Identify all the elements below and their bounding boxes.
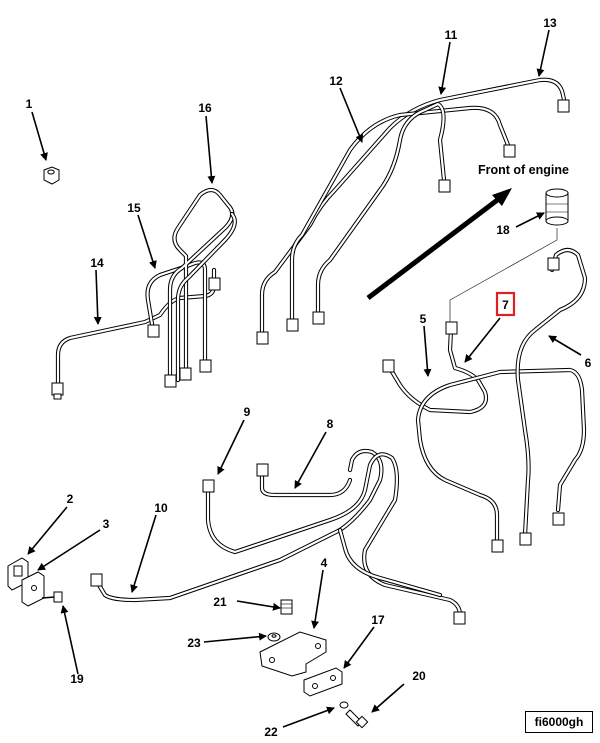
callout-7-highlight <box>495 291 516 317</box>
callout-13: 13 <box>543 16 557 30</box>
callout-1: 1 <box>26 97 33 111</box>
figure-reference-code: fi6000gh <box>525 711 593 733</box>
callout-11: 11 <box>445 28 458 42</box>
front-arrowhead <box>492 188 512 206</box>
injection-lines-group-lower <box>90 448 466 625</box>
part-1-nut <box>43 166 60 185</box>
part-4-bracket-assembly <box>259 599 327 677</box>
callout-15: 15 <box>127 201 141 215</box>
callout-23: 23 <box>187 636 201 650</box>
callout-labels: 1 2 3 4 5 6 7 8 9 10 11 12 13 14 15 16 1… <box>26 16 592 739</box>
callout-21: 21 <box>213 595 227 609</box>
callout-2: 2 <box>67 492 74 506</box>
callout-4: 4 <box>321 556 328 570</box>
leader-lines <box>27 29 582 728</box>
callout-5: 5 <box>420 312 427 326</box>
callout-3: 3 <box>103 517 110 531</box>
callout-17: 17 <box>371 613 385 627</box>
injection-lines-group-upper-left <box>51 187 237 400</box>
callout-12: 12 <box>329 74 343 88</box>
sleeve-reference-line <box>449 228 558 322</box>
callout-18: 18 <box>496 223 510 237</box>
callout-22: 22 <box>264 725 278 739</box>
callout-16: 16 <box>198 101 212 115</box>
callout-20: 20 <box>412 669 426 683</box>
callout-6: 6 <box>585 356 592 370</box>
front-direction-arrow <box>366 196 502 300</box>
injection-lines-group-upper-middle <box>256 77 570 345</box>
injection-lines-group-right <box>382 247 588 553</box>
callout-7: 7 <box>502 298 509 312</box>
callout-10: 10 <box>154 501 168 515</box>
part-2-3-clamp-assembly <box>7 557 63 607</box>
part-18-sleeve <box>545 188 569 226</box>
part-17-plate-assembly <box>303 667 369 729</box>
callout-19: 19 <box>70 672 84 686</box>
front-of-engine-label: Front of engine <box>478 163 569 177</box>
callout-14: 14 <box>90 256 104 270</box>
callout-8: 8 <box>327 417 334 431</box>
callout-9: 9 <box>244 405 251 419</box>
